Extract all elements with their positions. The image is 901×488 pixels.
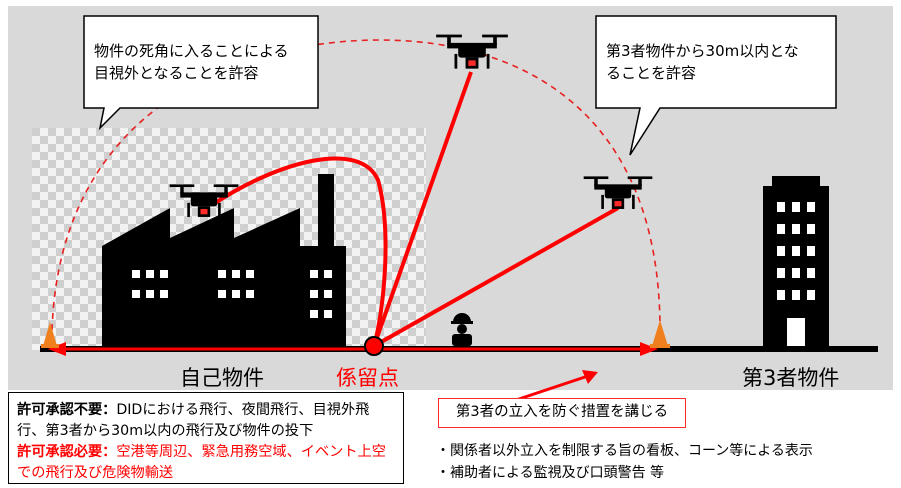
tether-anchor-icon	[364, 336, 384, 356]
third-party-property-label: 第3者物件	[742, 366, 840, 390]
tether-lines	[210, 71, 619, 348]
permit-not-required-label: 許可承認不要：	[17, 402, 117, 418]
measures-bullet-item: ・補助者による監視及び口頭警告 等	[436, 465, 665, 481]
flight-range-arc	[51, 39, 661, 331]
permit-required-text: 空港等周辺、緊急用務空域、イベント上空での飛行及び危険物輸送	[17, 444, 386, 481]
measures-bullet-list: ・関係者以外立入を制限する旨の看板、コーン等による表示 ・補助者による監視及び口…	[436, 440, 813, 484]
permit-box: 許可承認不要：DIDにおける飛行、夜間飛行、目視外飛行、第3者から30m以内の飛…	[8, 392, 404, 484]
tether-point-label: 係留点	[336, 366, 399, 390]
factory-icon	[102, 174, 346, 350]
permit-not-required-text: DIDにおける飛行、夜間飛行、目視外飛行、第3者から30m以内の飛行及び物件の投…	[17, 402, 370, 439]
office-building-icon	[763, 176, 829, 350]
traffic-cone-icon-left	[41, 322, 59, 348]
measures-bullet-item: ・関係者以外立入を制限する旨の看板、コーン等による表示	[436, 443, 813, 459]
callout-bubble-right	[595, 15, 837, 156]
callout-text-right: 第3者物件から30m以内とな ることを許容	[606, 42, 799, 82]
traffic-cone-icon-right	[650, 320, 670, 348]
measures-pointer-arrow	[509, 370, 598, 404]
callout-bubble-left	[83, 15, 319, 131]
measures-title-box: 第3者の立入を防ぐ措置を講じる	[438, 398, 686, 428]
callout-text-left: 物件の死角に入ることによる 目視外となることを許容	[94, 42, 289, 82]
own-area-arrow	[48, 342, 658, 356]
worker-icon	[451, 313, 473, 346]
own-property-label: 自己物件	[180, 366, 264, 390]
permit-required-label: 許可承認必要：	[17, 444, 117, 460]
